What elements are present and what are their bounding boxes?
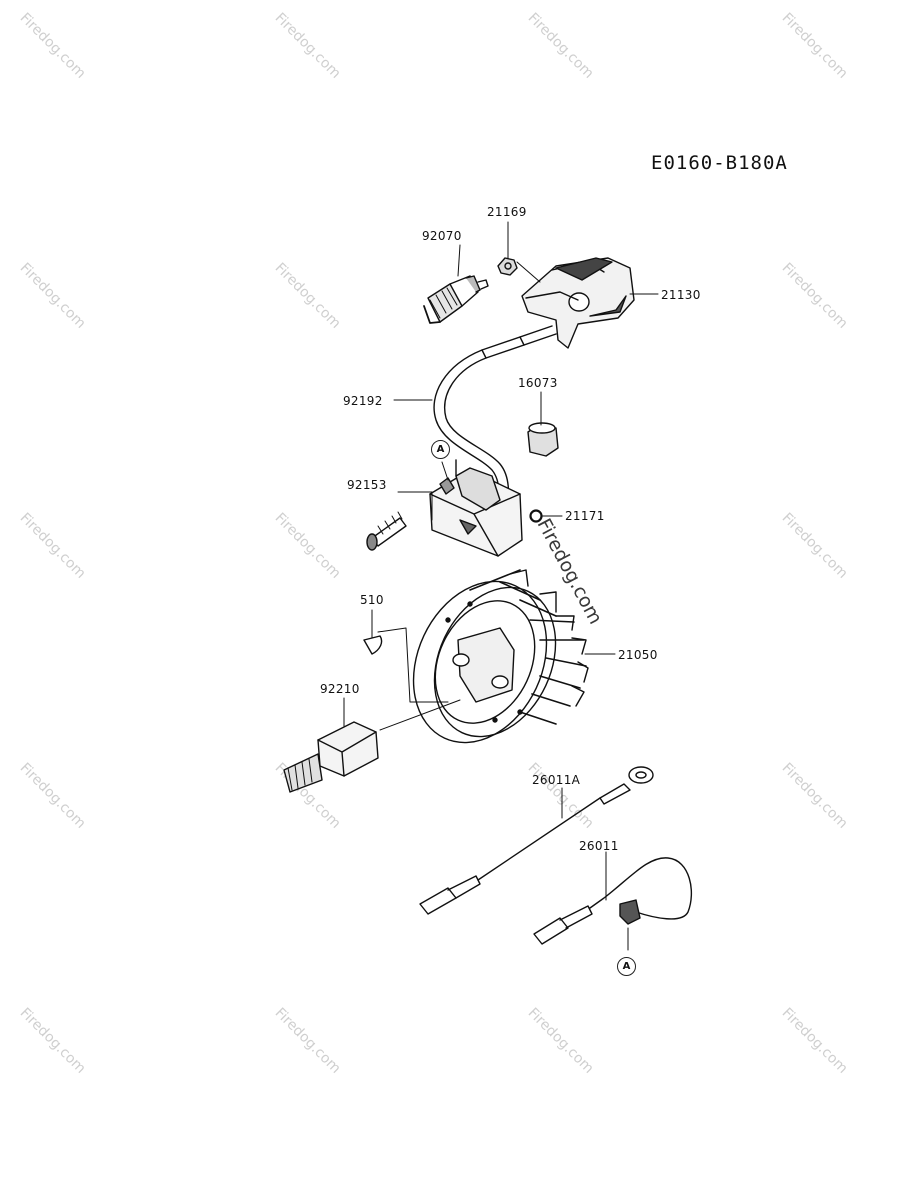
part-label-21169: 21169 [487, 205, 527, 219]
collar [527, 422, 559, 457]
part-label-26011a: 26011A [532, 773, 581, 787]
reference-callout-a: A [431, 440, 450, 459]
flywheel-nut [283, 721, 379, 793]
flywheel [412, 569, 589, 744]
leader-lines [343, 221, 659, 951]
ground-wire [419, 766, 654, 915]
diagram-code: E0160-B180A [651, 152, 788, 174]
part-label-21050: 21050 [618, 648, 658, 662]
ignition-wire [533, 857, 692, 945]
ignition-coil [429, 459, 523, 557]
part-label-510: 510 [360, 593, 384, 607]
woodruff-key [363, 635, 383, 655]
part-label-92192: 92192 [343, 394, 383, 408]
part-label-16073: 16073 [518, 376, 558, 390]
part-label-92153: 92153 [347, 478, 387, 492]
spark-plug [423, 275, 489, 324]
part-label-92070: 92070 [422, 229, 462, 243]
part-label-92210: 92210 [320, 682, 360, 696]
part-label-21171: 21171 [565, 509, 605, 523]
coil-bolt [366, 511, 407, 551]
terminal-nut [497, 257, 518, 276]
reference-callout-a: A [617, 957, 636, 976]
plug-cap [521, 257, 635, 349]
part-label-21130: 21130 [661, 288, 701, 302]
washer [529, 509, 543, 523]
part-label-26011: 26011 [579, 839, 619, 853]
